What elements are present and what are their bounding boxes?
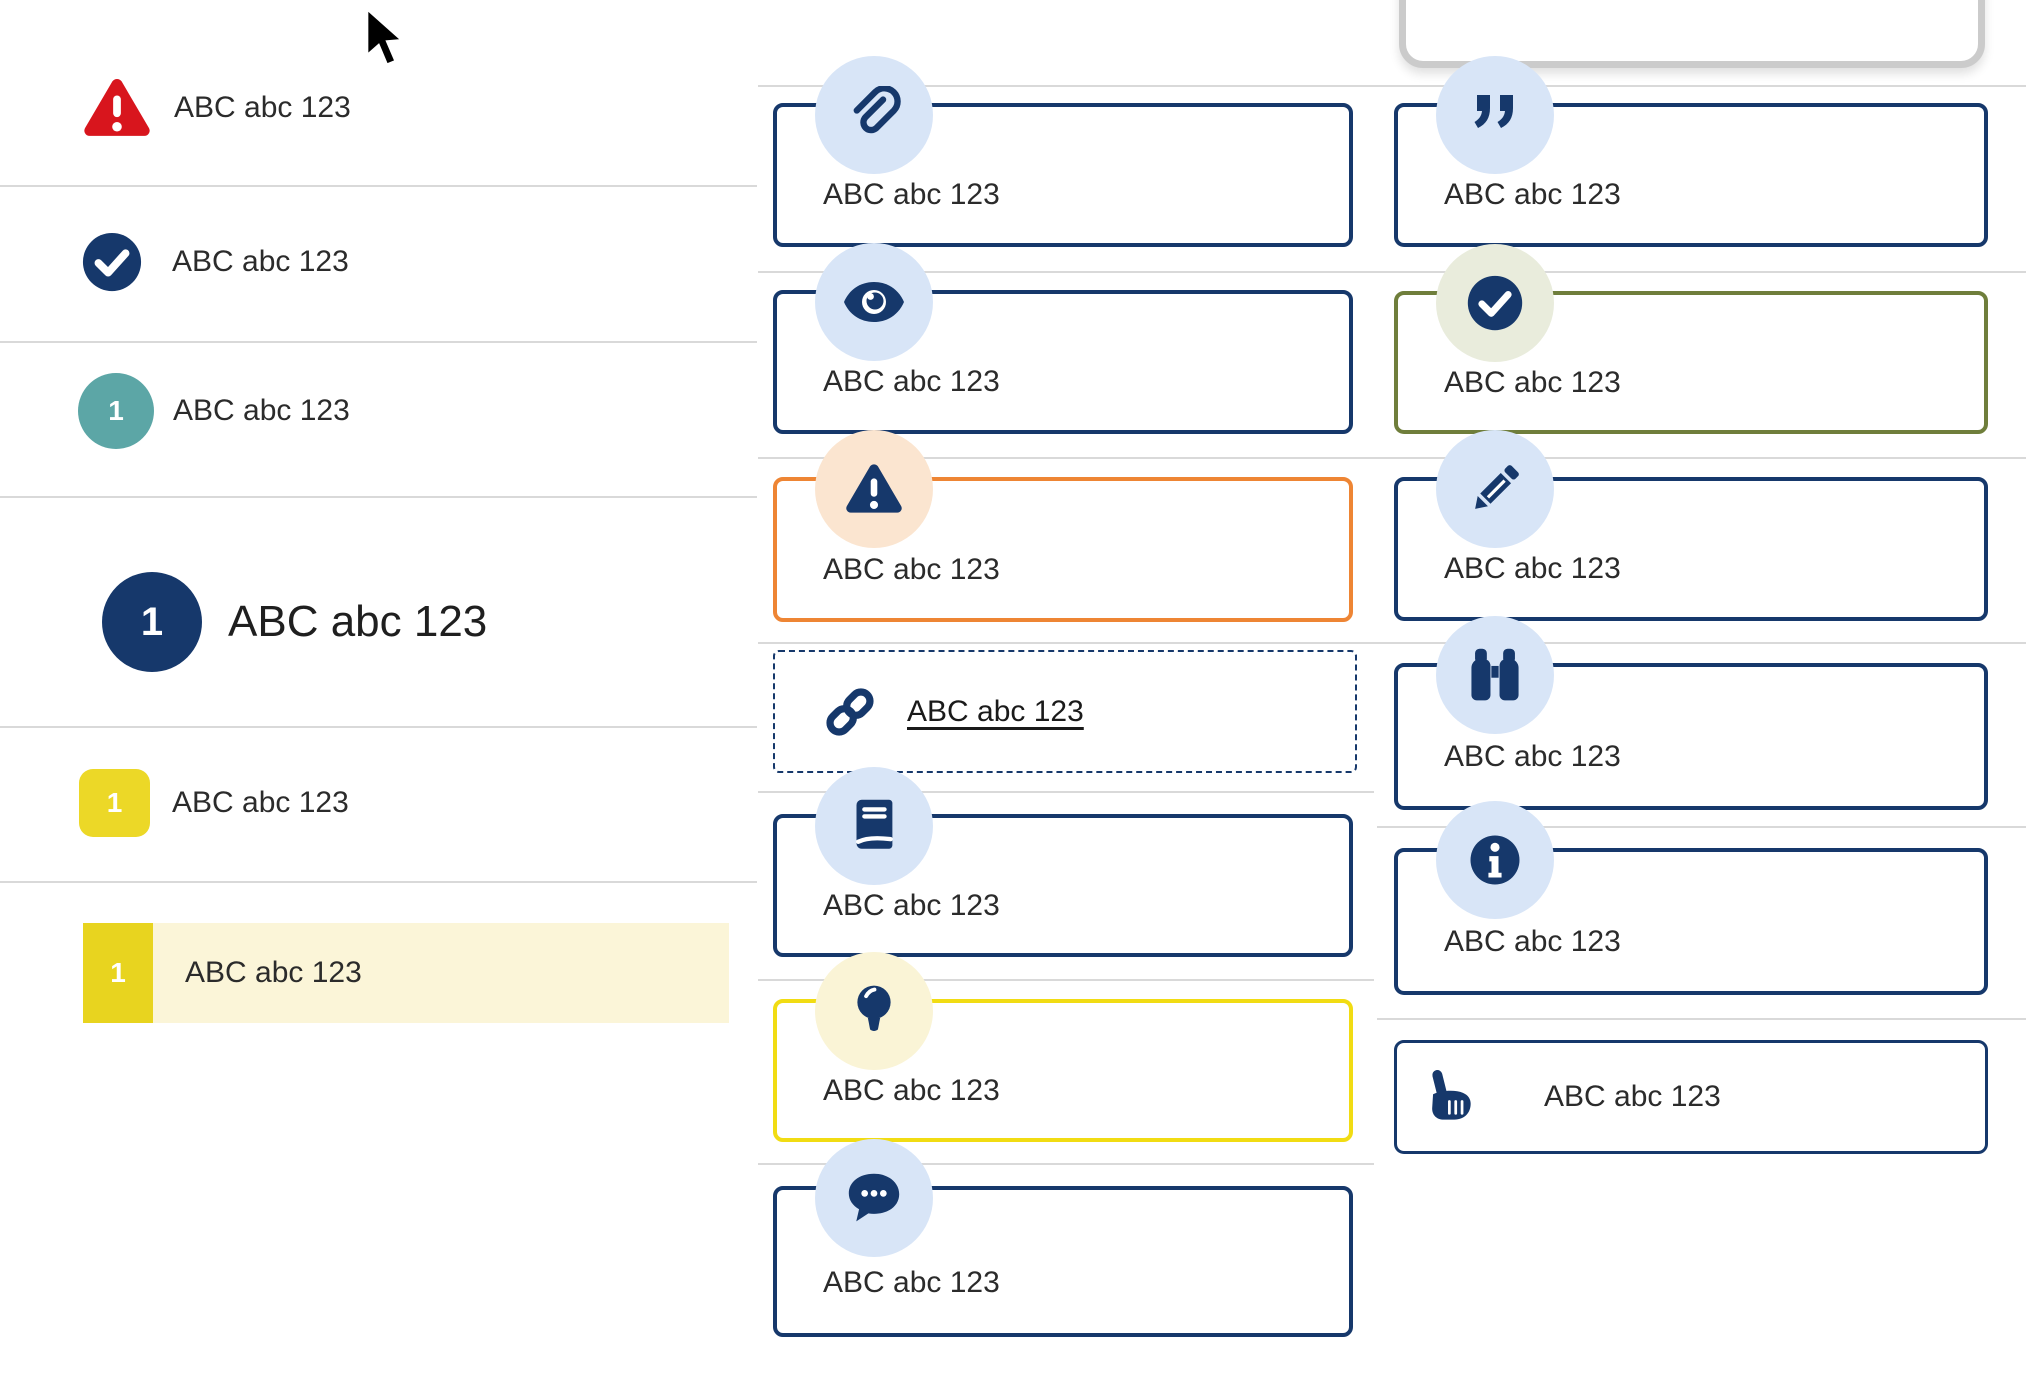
card-link-label[interactable]: ABC abc 123 bbox=[907, 694, 1084, 728]
divider bbox=[758, 457, 2026, 459]
list-item-label: ABC abc 123 bbox=[185, 956, 362, 989]
callout-card-comment: ABC abc 123 bbox=[773, 1139, 1353, 1337]
divider bbox=[758, 1163, 1374, 1165]
card-label: ABC abc 123 bbox=[1444, 178, 1621, 212]
list-item-label: ABC abc 123 bbox=[174, 91, 351, 124]
callout-card-success: ABC abc 123 bbox=[1394, 244, 1988, 434]
check-circle-icon bbox=[81, 231, 143, 293]
alert-triangle-icon bbox=[80, 75, 154, 141]
list-item-numbered-yellow: 1 ABC abc 123 bbox=[0, 769, 349, 837]
callout-card-tip: ABC abc 123 bbox=[773, 952, 1353, 1142]
list-item-numbered-teal: 1 ABC abc 123 bbox=[0, 373, 350, 449]
divider bbox=[758, 979, 1374, 981]
list-item-numbered-selected[interactable]: 1 ABC abc 123 bbox=[0, 923, 362, 1023]
card-label: ABC abc 123 bbox=[1444, 925, 1621, 959]
card-label: ABC abc 123 bbox=[823, 1073, 1000, 1107]
divider bbox=[758, 271, 2026, 273]
callout-card-edit: ABC abc 123 bbox=[1394, 430, 1988, 621]
divider bbox=[0, 185, 757, 187]
list-item-alert: ABC abc 123 bbox=[0, 56, 351, 160]
divider bbox=[0, 341, 757, 343]
divider bbox=[0, 726, 757, 728]
divider bbox=[0, 881, 757, 883]
list-item-label: ABC abc 123 bbox=[228, 597, 488, 646]
book-icon bbox=[815, 767, 933, 885]
divider bbox=[758, 791, 1374, 793]
divider bbox=[0, 496, 757, 498]
card-label: ABC abc 123 bbox=[823, 178, 1000, 212]
card-label: ABC abc 123 bbox=[1544, 1080, 1721, 1113]
callout-card-reference: ABC abc 123 bbox=[773, 767, 1353, 957]
callout-card-preview: ABC abc 123 bbox=[773, 243, 1353, 434]
list-item-label: ABC abc 123 bbox=[172, 786, 349, 819]
callout-card-link[interactable]: ABC abc 123 bbox=[773, 650, 1357, 773]
info-icon bbox=[1436, 801, 1554, 919]
callout-card-info: ABC abc 123 bbox=[1394, 801, 1988, 995]
card-label: ABC abc 123 bbox=[823, 365, 1000, 399]
callout-card-warning: ABC abc 123 bbox=[773, 430, 1353, 622]
binoculars-icon bbox=[1436, 616, 1554, 734]
list-item-check: ABC abc 123 bbox=[0, 212, 349, 312]
list-item-label: ABC abc 123 bbox=[172, 245, 349, 278]
alert-triangle-icon bbox=[815, 430, 933, 548]
selected-row-highlight bbox=[83, 923, 729, 1023]
list-item-numbered-large: 1 ABC abc 123 bbox=[0, 572, 487, 672]
paperclip-icon bbox=[815, 56, 933, 174]
list-item-label: ABC abc 123 bbox=[173, 394, 350, 427]
number-badge: 1 bbox=[79, 769, 150, 837]
link-icon bbox=[819, 683, 881, 741]
number-badge: 1 bbox=[102, 572, 202, 672]
chat-bubble-icon bbox=[815, 1139, 933, 1257]
card-label: ABC abc 123 bbox=[1444, 552, 1621, 586]
divider bbox=[758, 85, 2026, 87]
check-circle-icon bbox=[1436, 244, 1554, 362]
card-label: ABC abc 123 bbox=[1444, 365, 1621, 399]
callout-card-quote: ABC abc 123 bbox=[1394, 56, 1988, 247]
callout-card-action: ABC abc 123 bbox=[1394, 1040, 1988, 1154]
callout-card-attachment: ABC abc 123 bbox=[773, 56, 1353, 247]
quote-icon bbox=[1436, 56, 1554, 174]
pencil-icon bbox=[1436, 430, 1554, 548]
divider bbox=[758, 642, 2026, 644]
callout-card-search: ABC abc 123 bbox=[1394, 616, 1988, 810]
divider bbox=[1377, 1018, 2026, 1020]
card-label: ABC abc 123 bbox=[823, 553, 1000, 587]
card-label: ABC abc 123 bbox=[823, 1265, 1000, 1299]
lightbulb-icon bbox=[815, 952, 933, 1070]
divider bbox=[1377, 826, 2026, 828]
pointer-hand-icon bbox=[1424, 1065, 1482, 1129]
eye-icon bbox=[815, 243, 933, 361]
card-label: ABC abc 123 bbox=[823, 888, 1000, 922]
number-badge: 1 bbox=[78, 373, 154, 449]
mouse-cursor bbox=[362, 6, 410, 72]
number-badge: 1 bbox=[83, 923, 153, 1023]
card-label: ABC abc 123 bbox=[1444, 740, 1621, 774]
